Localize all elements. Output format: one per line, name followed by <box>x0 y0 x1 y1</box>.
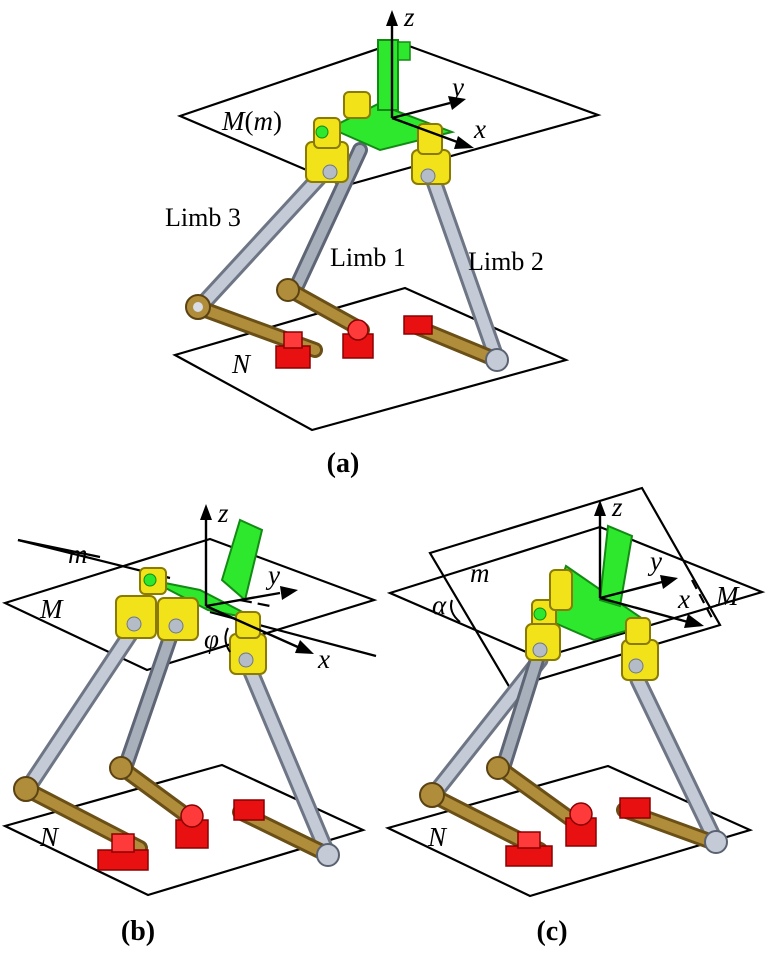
platform-b <box>115 518 267 675</box>
axes-c <box>450 500 704 628</box>
label-phi-b: φ <box>204 624 219 654</box>
label-m-c: m <box>470 558 490 588</box>
plane-M-a <box>176 40 602 188</box>
plane-m-c <box>428 486 722 690</box>
limb-3-label: Limb 3 <box>165 203 241 232</box>
axis-label-x-a: x <box>473 114 486 144</box>
panel-c: m M N α z y x (c) <box>384 486 766 947</box>
axis-label-z-a: z <box>403 2 415 32</box>
label-alpha-c: α <box>432 590 447 620</box>
axes-b <box>200 504 314 654</box>
label-N-c: N <box>427 822 448 852</box>
label-N-a: N <box>231 349 252 379</box>
axes-a <box>386 10 474 149</box>
platform-a <box>305 39 456 185</box>
base-blocks-b <box>97 799 265 871</box>
axis-label-x-c: x <box>677 584 690 614</box>
axis-label-y-c: y <box>647 546 662 576</box>
axis-label-z-b: z <box>217 498 229 528</box>
caption-b: (b) <box>121 916 155 947</box>
panel-b: m M N φ z y x (b) <box>1 498 378 947</box>
label-M-c: M <box>715 581 740 611</box>
limb-1-label: Limb 1 <box>330 243 406 272</box>
platform-c <box>525 524 659 681</box>
label-m-b: m <box>68 539 88 569</box>
limb-2-a <box>404 161 509 372</box>
axis-label-z-c: z <box>611 492 623 522</box>
label-M-b: M <box>39 594 64 624</box>
axis-label-y-b: y <box>265 560 280 590</box>
axis-label-y-a: y <box>449 72 464 102</box>
axis-label-x-b: x <box>317 644 330 674</box>
base-blocks-a <box>275 315 433 369</box>
label-M-a: M(m) <box>221 106 282 136</box>
plane-M-c <box>386 525 766 660</box>
panel-a: M(m) N z y x Limb 3 Limb 1 Limb 2 (a) <box>165 2 602 479</box>
caption-a: (a) <box>327 448 360 479</box>
limb-2-label: Limb 2 <box>468 247 544 276</box>
caption-c: (c) <box>536 916 567 947</box>
label-N-b: N <box>39 822 60 852</box>
plane-M-b <box>1 537 378 672</box>
limb-3-a <box>185 159 337 358</box>
base-blocks-c <box>505 797 651 867</box>
